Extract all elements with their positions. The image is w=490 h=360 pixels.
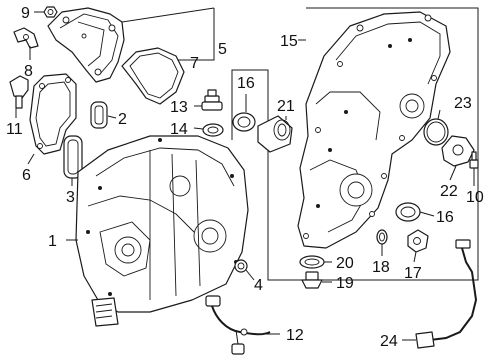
part-22-sensor	[441, 135, 475, 167]
callout-16-lower: 16	[436, 209, 454, 226]
part-20-washer	[299, 255, 325, 269]
callout-1: 1	[48, 233, 57, 250]
part-24-wire-harness	[415, 239, 478, 349]
callout-12: 12	[286, 327, 304, 344]
part-6-side-cover	[29, 73, 77, 155]
part-4-seal	[234, 259, 248, 273]
callout-3: 3	[66, 189, 75, 206]
part-16-seal-upper	[232, 112, 256, 132]
callout-15: 15	[280, 33, 298, 50]
callout-17: 17	[404, 265, 422, 282]
part-18-o-ring	[376, 229, 388, 245]
part-5-upper-cover	[47, 7, 125, 83]
callout-13: 13	[170, 99, 188, 116]
callout-11: 11	[6, 121, 23, 138]
callout-14: 14	[170, 121, 188, 138]
part-15-transfer-case-housing	[297, 11, 451, 249]
part-14-plug-washer	[202, 123, 224, 137]
part-19-drain-plug	[301, 271, 323, 289]
callout-6: 6	[22, 167, 31, 184]
part-7-gasket	[121, 47, 185, 105]
callout-19: 19	[336, 275, 354, 292]
callout-8: 8	[24, 63, 33, 80]
part-17-actuator	[407, 229, 429, 253]
callout-20: 20	[336, 255, 354, 272]
callout-9: 9	[21, 5, 30, 22]
part-9-bolt	[43, 6, 58, 18]
part-8-bracket	[13, 27, 39, 49]
callout-5: 5	[218, 41, 227, 58]
callout-22: 22	[440, 183, 458, 200]
part-21-sleeve	[257, 115, 293, 153]
part-16-seal-lower	[395, 202, 421, 222]
part-11-sensor	[9, 75, 29, 109]
part-23-o-ring	[423, 118, 449, 146]
callout-16-upper: 16	[237, 75, 255, 92]
callout-18: 18	[372, 259, 390, 276]
callout-7: 7	[190, 55, 199, 72]
part-13-breather-plug	[201, 89, 223, 111]
part-3-gasket	[63, 135, 83, 179]
part-2-seal-ring	[90, 101, 108, 129]
leader-lines	[15, 7, 475, 341]
callout-2: 2	[118, 111, 127, 128]
part-12-wiring-harness	[205, 295, 271, 355]
callout-21: 21	[277, 98, 295, 115]
callout-labels: 9 8 5 7 11 2 6 3 1 4 12 13 14 15 16 21 2…	[6, 5, 484, 350]
part-1-transmission-housing	[75, 135, 249, 327]
callout-23: 23	[454, 95, 472, 112]
callout-4: 4	[254, 277, 263, 294]
callout-10: 10	[466, 189, 484, 206]
callout-24: 24	[380, 333, 398, 350]
